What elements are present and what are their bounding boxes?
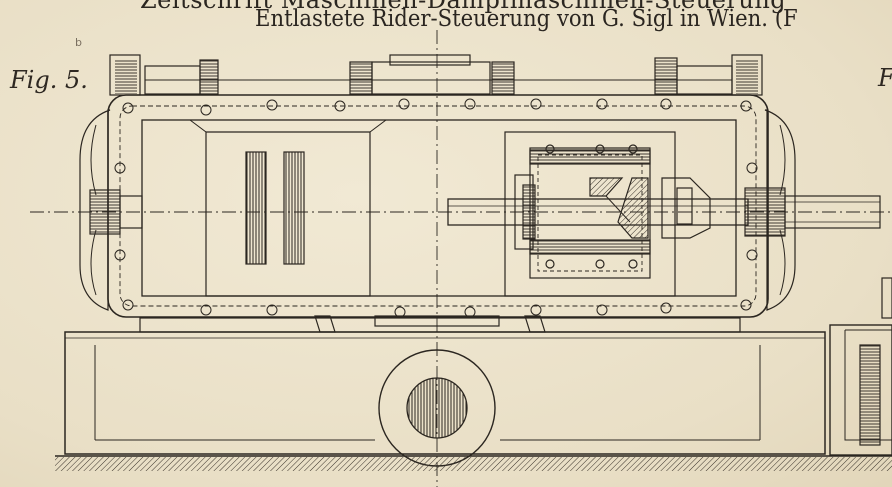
right-end-flange	[744, 109, 881, 311]
casing-bolts	[114, 98, 758, 318]
top-lugs	[109, 54, 763, 96]
left-end-flange	[79, 109, 143, 311]
engine-bed	[64, 331, 826, 455]
header-cut-line: Zeitschrift Maschinen-Dampfmaschinen-Ste…	[140, 0, 787, 14]
right-adjacent-casting	[829, 277, 892, 456]
valve-spindle	[447, 198, 749, 226]
pencil-mark: b	[75, 36, 82, 49]
valve-mechanism	[447, 131, 749, 297]
bottom-skirt	[139, 315, 741, 333]
left-chamber	[189, 119, 387, 297]
valve-wedge-left	[589, 177, 624, 197]
plate-title: Entlastete Rider-Steuerung von G. Sigl i…	[255, 6, 798, 32]
port-slot-left	[245, 151, 267, 265]
pipe-flange	[378, 349, 496, 467]
valve-wedge-mid	[617, 177, 649, 239]
casing-outer	[107, 94, 769, 318]
figure-label-right: F	[878, 64, 892, 92]
casing-inner	[141, 119, 737, 297]
ground-line	[55, 455, 892, 471]
figure-label: Fig. 5.	[10, 66, 88, 94]
spindle-nut	[661, 177, 711, 239]
casing-dashed	[119, 105, 757, 307]
port-slot-right	[283, 151, 305, 265]
